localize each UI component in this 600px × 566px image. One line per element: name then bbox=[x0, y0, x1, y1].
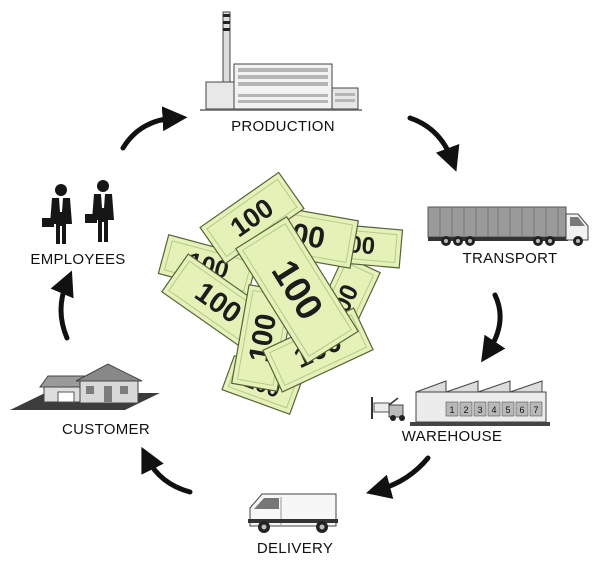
warehouse-door bbox=[445, 401, 459, 417]
warehouse-label: WAREHOUSE bbox=[401, 428, 503, 445]
warehouse-door-number: 6 bbox=[519, 405, 524, 415]
van-icon bbox=[248, 493, 338, 533]
transport-label: TRANSPORT bbox=[462, 250, 558, 267]
truck-icon bbox=[427, 206, 589, 246]
banknote-pile: 100100100100100100100100100100 bbox=[157, 171, 404, 415]
cycle-arrows bbox=[50, 106, 506, 499]
warehouse-door-number: 7 bbox=[533, 405, 538, 415]
arrow-transport-to-warehouse bbox=[481, 292, 506, 363]
warehouse-door bbox=[529, 401, 543, 417]
arrow-warehouse-to-delivery bbox=[365, 455, 431, 499]
arrow-employees-to-production bbox=[120, 106, 188, 151]
employees-label: EMPLOYEES bbox=[30, 251, 126, 268]
warehouse-door-number: 3 bbox=[477, 405, 482, 415]
house-icon bbox=[10, 363, 160, 410]
businessman-left-icon bbox=[42, 184, 72, 244]
production-label: PRODUCTION bbox=[231, 118, 335, 135]
delivery-label: DELIVERY bbox=[256, 540, 334, 557]
businessman-right-icon bbox=[85, 180, 114, 242]
warehouse-door-number: 4 bbox=[491, 405, 496, 415]
forklift-icon bbox=[371, 397, 405, 421]
warehouse-door bbox=[473, 401, 487, 417]
warehouse-door bbox=[515, 401, 529, 417]
warehouse-door-number: 2 bbox=[463, 405, 468, 415]
arrow-production-to-transport bbox=[407, 115, 460, 172]
warehouse-door bbox=[501, 401, 515, 417]
warehouse-door-number: 1 bbox=[449, 405, 454, 415]
warehouse-door bbox=[487, 401, 501, 417]
arrow-delivery-to-customer bbox=[141, 446, 193, 495]
warehouse-door-number: 5 bbox=[505, 405, 510, 415]
businessmen-icon bbox=[42, 180, 114, 244]
customer-label: CUSTOMER bbox=[62, 421, 150, 438]
warehouse-door bbox=[459, 401, 473, 417]
arrow-customer-to-employees bbox=[50, 270, 74, 341]
factory-icon bbox=[200, 11, 362, 111]
